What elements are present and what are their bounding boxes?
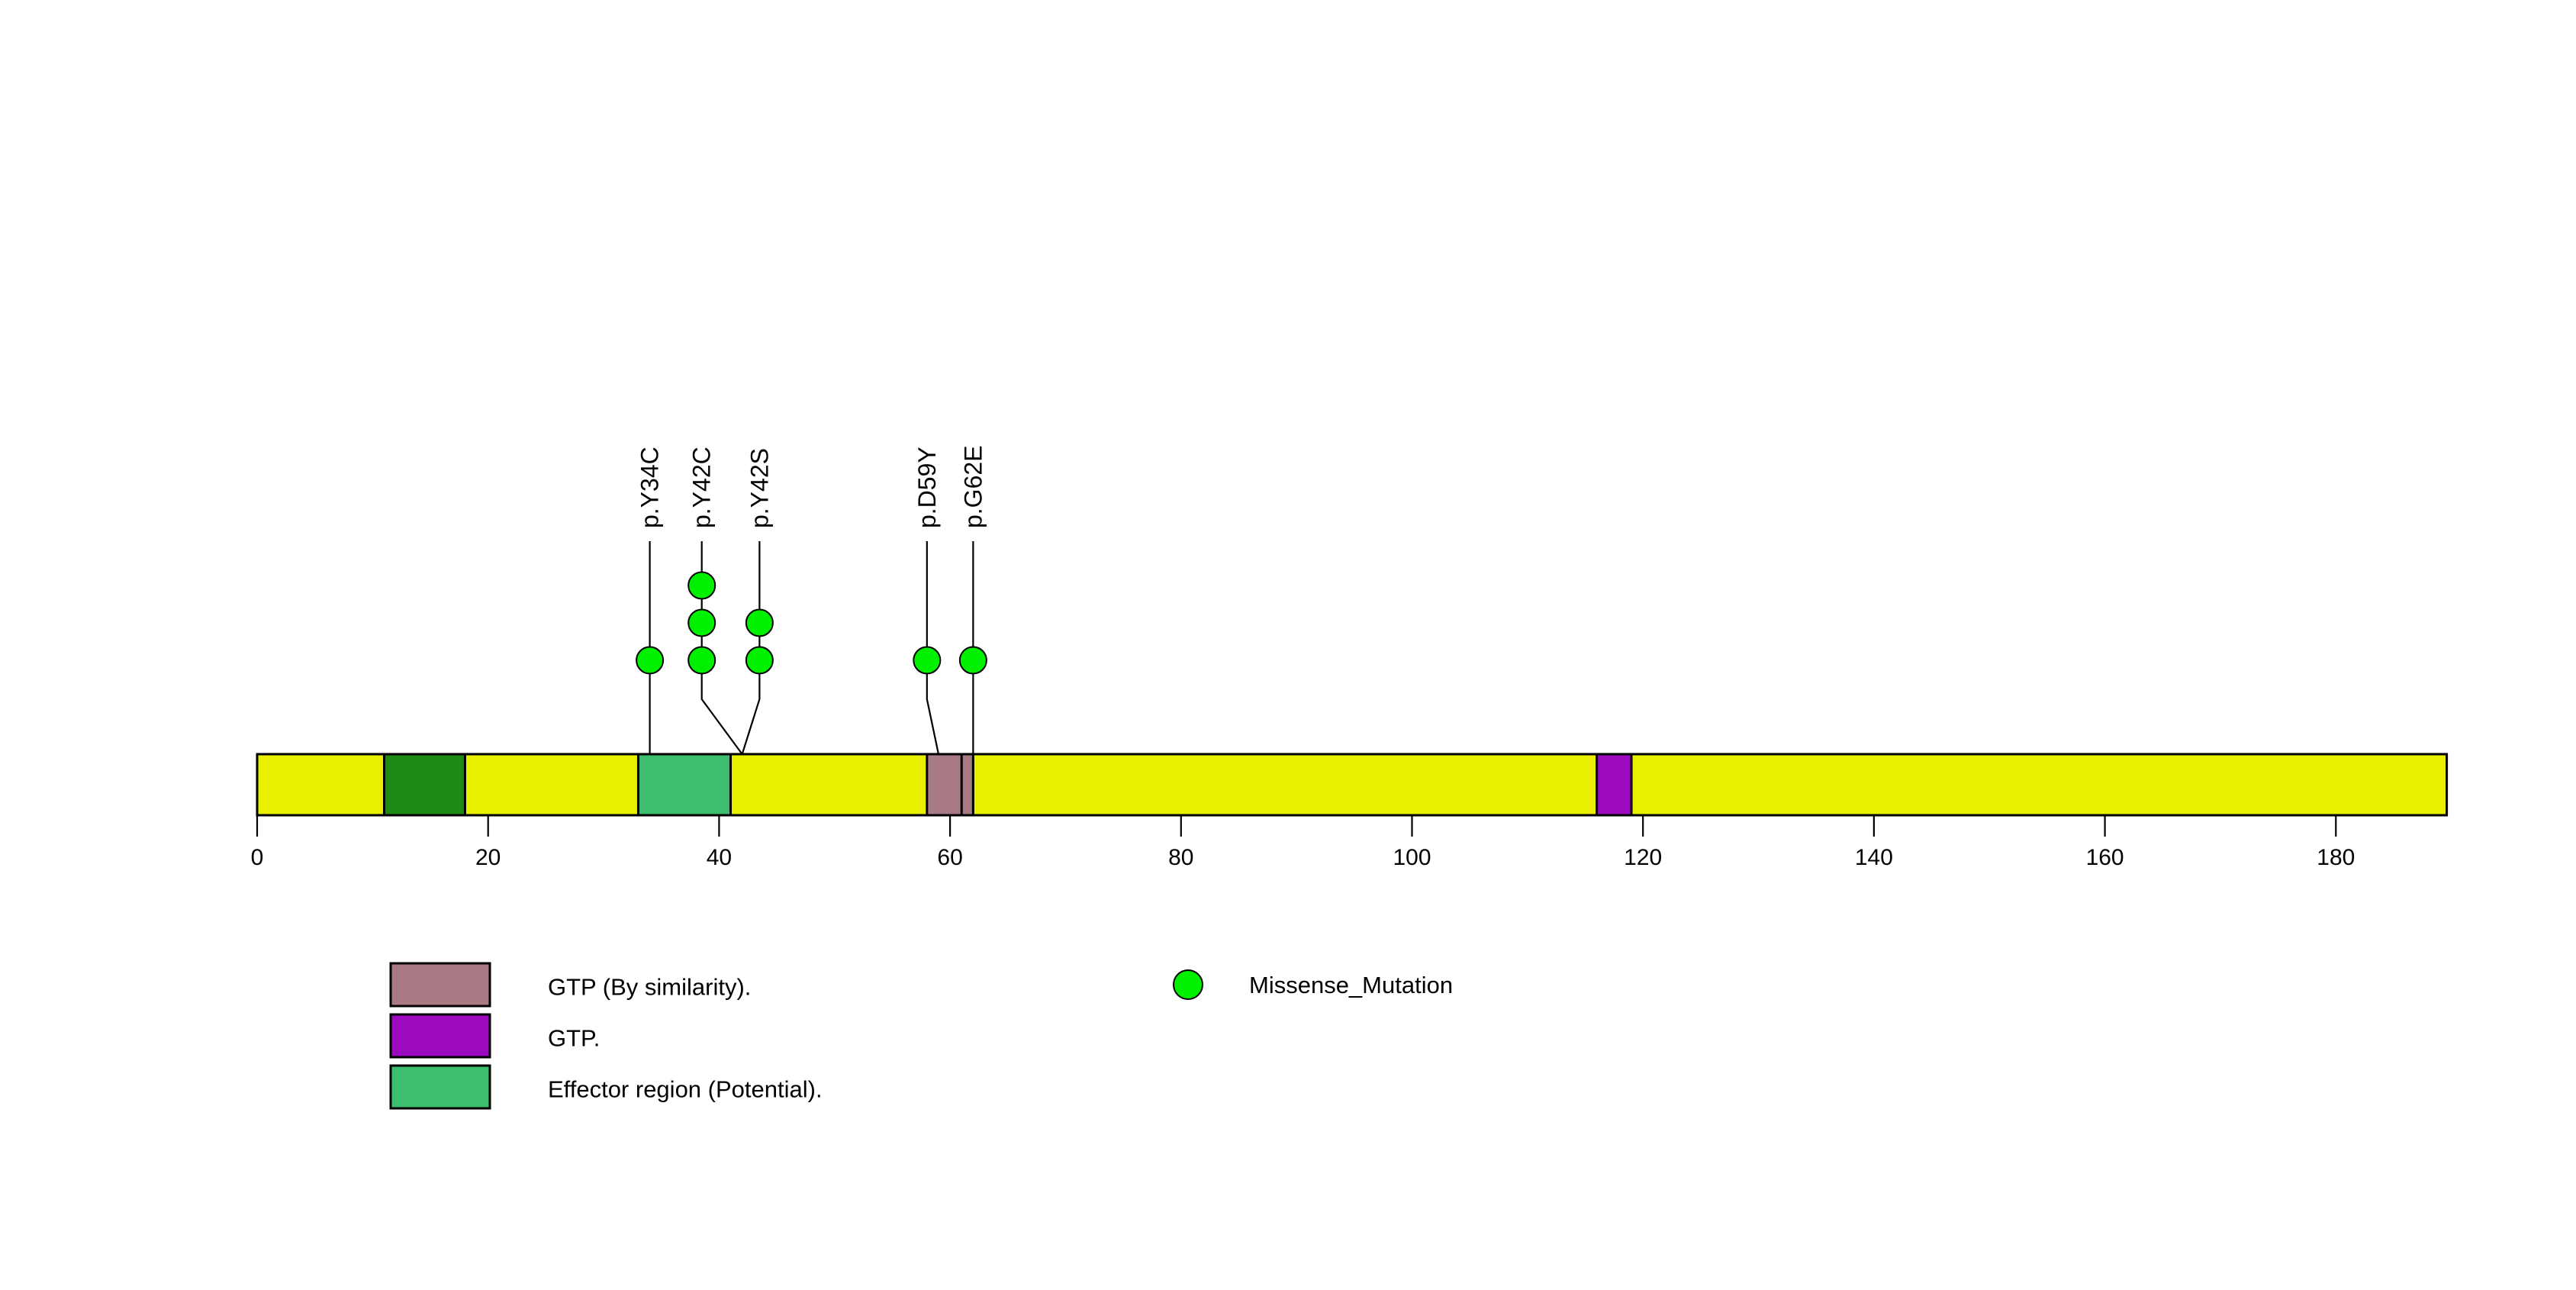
mutation-stem: [926, 541, 940, 755]
legend-swatch[interactable]: [389, 1064, 491, 1110]
mutation-labels-group: p.Y34C p.Y42C p.Y42S p.D59Y p.G62E: [636, 445, 987, 528]
axis-tick-label: 40: [707, 845, 732, 870]
mutation-marker[interactable]: [687, 571, 716, 600]
axis-group: 0 20 40 60 80 100 120 140 160 180: [251, 815, 2355, 870]
axis-tick-label: 80: [1168, 845, 1193, 870]
protein-domain-gtp-by-similarity[interactable]: [926, 753, 974, 817]
mutation-marker[interactable]: [958, 646, 987, 675]
axis-tick-label: 20: [475, 845, 501, 870]
mutation-label[interactable]: p.Y42C: [688, 447, 716, 528]
protein-backbone: [256, 753, 2449, 817]
mutation-marker[interactable]: [687, 646, 716, 675]
legend-label: GTP (By similarity).: [548, 973, 751, 1000]
protein-backbone-group: [256, 753, 2449, 817]
mutation-marker[interactable]: [687, 608, 716, 637]
legend-swatch[interactable]: [389, 1013, 491, 1059]
axis-tick-label: 180: [2317, 845, 2355, 870]
legend-label: Effector region (Potential).: [548, 1076, 823, 1102]
legend-swatch[interactable]: [389, 962, 491, 1008]
mutation-marker[interactable]: [745, 646, 774, 675]
mutation-label[interactable]: p.G62E: [959, 445, 987, 528]
mutation-label[interactable]: p.Y34C: [636, 447, 664, 528]
mutation-marker[interactable]: [745, 608, 774, 637]
mutation-label[interactable]: p.D59Y: [913, 447, 941, 528]
mutation-marker[interactable]: [636, 646, 665, 675]
legend-label: GTP.: [548, 1024, 600, 1051]
mutation-label[interactable]: p.Y42S: [745, 448, 773, 528]
axis-tick-label: 140: [1855, 845, 1893, 870]
axis-tick-label: 100: [1393, 845, 1431, 870]
protein-domain-gtp[interactable]: [1596, 753, 1633, 817]
protein-domains-group: [382, 753, 1633, 817]
axis-tick-label: 0: [251, 845, 264, 870]
legend-mutation-label: Missense_Mutation: [1249, 972, 1453, 998]
axis-tick-label: 120: [1624, 845, 1662, 870]
legend-mutation-marker[interactable]: [1173, 969, 1203, 1000]
axis-tick-label: 60: [937, 845, 962, 870]
mutation-markers-group: [636, 571, 987, 675]
legend-group: GTP (By similarity). GTP. Effector region …: [389, 962, 1453, 1110]
protein-domain-effector-region[interactable]: [636, 753, 733, 817]
protein-domain-dark-green-region[interactable]: [382, 753, 466, 817]
mutation-stem: [741, 541, 761, 755]
mutation-marker[interactable]: [913, 646, 942, 675]
axis-tick-label: 160: [2086, 845, 2124, 870]
